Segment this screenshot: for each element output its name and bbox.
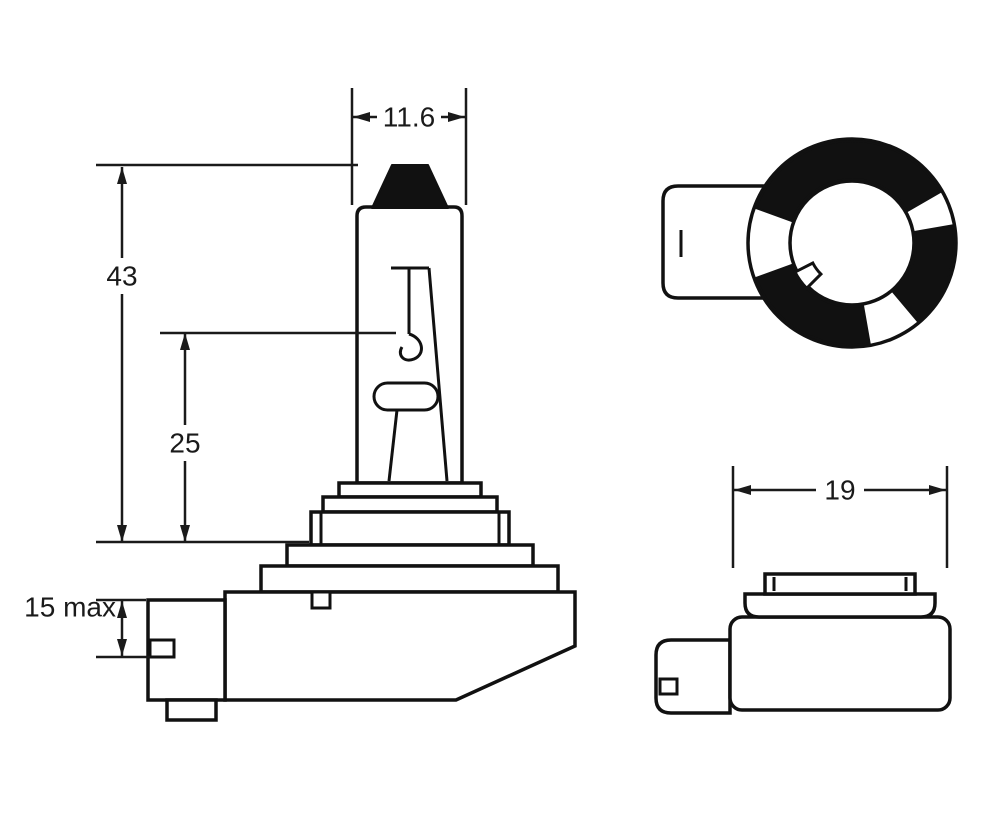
arrowhead-up <box>117 601 127 618</box>
base-view-collar <box>743 592 937 619</box>
bulb-base-side-view <box>654 572 952 715</box>
dim-label-overall-length: 43 <box>106 261 137 292</box>
base-step-2 <box>321 495 499 514</box>
base-view-connector-tab <box>658 677 679 696</box>
arrowhead-up <box>117 167 127 184</box>
support-hook <box>398 332 423 362</box>
arrowhead-up <box>180 333 190 350</box>
lead-wire-left <box>387 409 399 482</box>
reference-notch <box>792 260 824 291</box>
glass-envelope <box>355 205 464 485</box>
dimension-base-depth: 15 max <box>24 592 150 659</box>
filament-coil <box>372 381 440 412</box>
base-view-top-plate <box>763 572 917 596</box>
arrowhead-right <box>929 485 946 495</box>
base-body <box>223 590 577 702</box>
dimension-overall-length: 43 <box>96 163 358 544</box>
dim-label-base-depth: 15 max <box>24 592 116 623</box>
keying-lug-top <box>755 139 942 223</box>
arrowhead-down <box>180 525 190 542</box>
dim-label-bulb-diameter: 11.6 <box>383 102 435 133</box>
dimension-glass-length: 25 <box>160 331 396 542</box>
rear-connector-tab <box>661 184 777 300</box>
base-step-3 <box>285 543 535 568</box>
filament-assembly <box>372 266 449 482</box>
arrowhead-right <box>448 112 465 122</box>
bulb-side-view <box>146 164 577 722</box>
dim-label-glass-length: 25 <box>169 428 200 459</box>
base-view-body <box>728 615 952 712</box>
base-view-connector <box>654 638 732 715</box>
connector-foot <box>165 698 218 722</box>
base-oring-band <box>309 510 511 547</box>
base-step-4 <box>259 564 560 594</box>
keying-lug-right <box>892 224 956 323</box>
arrowhead-left <box>353 112 370 122</box>
base-step-1 <box>337 481 483 499</box>
connector-tab <box>148 638 176 659</box>
dimension-bulb-diameter: 11.6 <box>350 88 468 205</box>
arrowhead-down <box>117 525 127 542</box>
base-key-notch <box>310 590 332 610</box>
bulb-rear-view <box>661 137 958 349</box>
glass-tip <box>371 164 449 209</box>
bulb-base-steps <box>146 481 577 722</box>
lead-wire-right <box>427 267 449 482</box>
connector-block <box>146 598 227 702</box>
arrowhead-down <box>117 639 127 656</box>
dimension-base-width: 19 <box>731 466 949 568</box>
dim-label-base-width: 19 <box>824 475 855 506</box>
arrowhead-left <box>734 485 751 495</box>
